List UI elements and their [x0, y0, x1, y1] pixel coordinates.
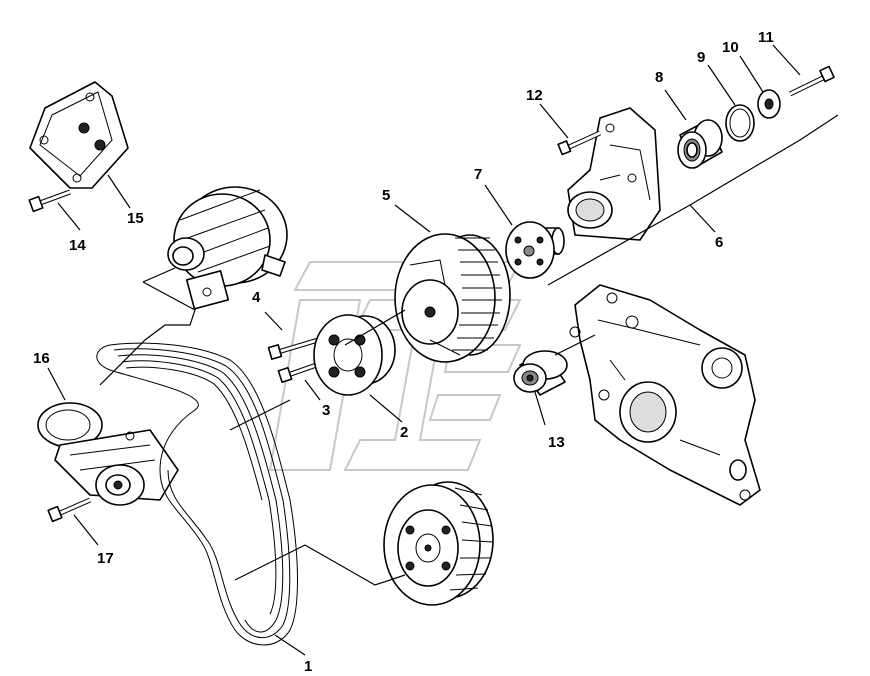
ring-9 — [725, 104, 755, 142]
callout-6: 6 — [715, 234, 723, 251]
timing-cover — [569, 284, 761, 506]
idler-pulley-13 — [513, 350, 568, 396]
hub-2 — [313, 314, 396, 396]
callout-8: 8 — [655, 69, 663, 86]
callout-16: 16 — [33, 350, 50, 367]
callout-7: 7 — [474, 166, 482, 183]
alternator — [167, 186, 288, 310]
hub-7 — [505, 221, 565, 279]
bracket-6-guide — [547, 114, 839, 286]
pulley-5 — [394, 233, 511, 363]
bracket-6 — [567, 107, 661, 241]
callout-9: 9 — [697, 49, 705, 66]
bolt-14 — [28, 189, 71, 213]
assembly-guide-lines — [99, 267, 596, 586]
crankshaft-pulley — [383, 481, 494, 606]
callout-13: 13 — [548, 434, 565, 451]
callout-3: 3 — [322, 402, 330, 419]
callout-labels: 1 2 3 4 5 6 7 8 9 10 11 12 13 14 15 16 1… — [33, 29, 774, 675]
bolt-17 — [47, 497, 92, 523]
leader-lines — [47, 44, 801, 656]
callout-15: 15 — [127, 210, 144, 227]
cover-plate — [29, 81, 129, 189]
callout-14: 14 — [69, 237, 86, 254]
washer-10 — [757, 89, 781, 119]
callout-11: 11 — [758, 29, 774, 46]
bolt-12 — [557, 130, 602, 156]
callout-5: 5 — [382, 187, 390, 204]
serpentine-belt — [96, 342, 298, 646]
callout-1: 1 — [304, 658, 312, 675]
callout-12: 12 — [526, 87, 543, 104]
bolt-4 — [267, 337, 319, 360]
callout-2: 2 — [400, 424, 408, 441]
callout-10: 10 — [722, 39, 739, 56]
callout-17: 17 — [97, 550, 114, 567]
bearing-8 — [677, 119, 723, 169]
bolt-11 — [788, 65, 835, 97]
callout-4: 4 — [252, 289, 261, 306]
belt-tensioner — [37, 402, 179, 506]
